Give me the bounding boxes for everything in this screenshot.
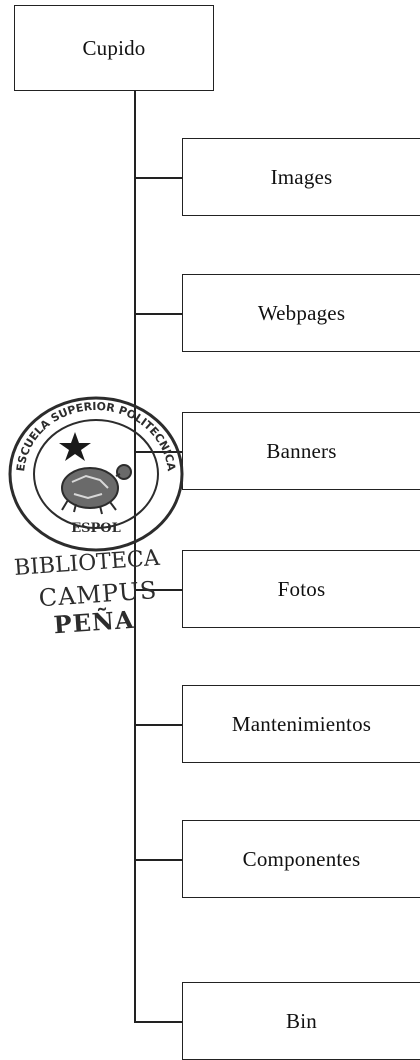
child-node-webpages: Webpages — [182, 274, 420, 352]
branch-line-mantenimientos — [134, 724, 182, 726]
child-node-label: Webpages — [257, 300, 346, 325]
tree-trunk-line — [134, 91, 136, 1021]
seal-outer-text: ESCUELA SUPERIOR POLITECNICA DEL LITORAL — [2, 388, 178, 475]
branch-line-images — [134, 177, 182, 179]
star-icon — [59, 432, 91, 461]
root-node-label: Cupido — [82, 35, 146, 60]
branch-line-fotos — [134, 589, 182, 591]
child-node-bin: Bin — [182, 982, 420, 1060]
child-node-label: Images — [270, 164, 333, 189]
library-seal-stamp: ESCUELA SUPERIOR POLITECNICA DEL LITORAL… — [2, 388, 184, 552]
library-stamp-text: BIBLIOTECA CAMPUS PEÑA — [3, 545, 198, 640]
branch-line-webpages — [134, 313, 182, 315]
child-node-label: Mantenimientos — [231, 711, 372, 736]
child-node-images: Images — [182, 138, 420, 216]
branch-line-bin — [134, 1021, 182, 1023]
child-node-fotos: Fotos — [182, 550, 420, 628]
branch-line-componentes — [134, 859, 182, 861]
child-node-mantenimientos: Mantenimientos — [182, 685, 420, 763]
child-node-label: Fotos — [277, 576, 326, 601]
turtle-icon — [61, 464, 132, 515]
child-node-banners: Banners — [182, 412, 420, 490]
branch-line-banners — [134, 451, 182, 453]
child-node-label: Bin — [286, 1008, 317, 1033]
child-node-componentes: Componentes — [182, 820, 420, 898]
child-node-label: Banners — [266, 438, 337, 463]
root-node-cupido: Cupido — [14, 5, 214, 91]
svg-text:ESCUELA SUPERIOR POLITECNICA D: ESCUELA SUPERIOR POLITECNICA DEL LITORAL — [2, 388, 178, 475]
seal-inner-text: ESPOL — [71, 521, 121, 536]
child-node-label: Componentes — [242, 846, 361, 871]
